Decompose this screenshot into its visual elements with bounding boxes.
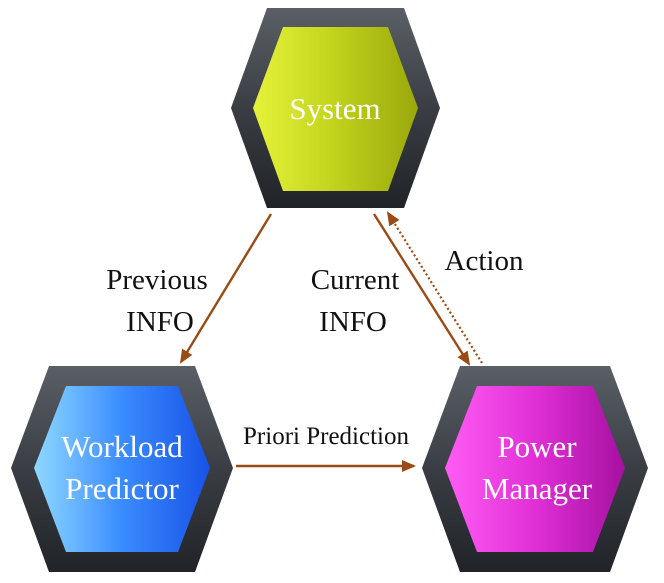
system-node: System [231, 8, 440, 208]
power-manager-hex-fill [445, 386, 625, 552]
workload-predictor-hex-fill [34, 386, 210, 552]
action-arrow [386, 211, 483, 364]
previous-info-arrow [179, 213, 273, 364]
current-info-arrow [372, 213, 471, 366]
power-manager-node: Power Manager [422, 366, 648, 572]
priori-prediction-label: Priori Prediction [243, 423, 409, 450]
previous-info-label-line1: Previous [106, 264, 208, 296]
workload-predictor-label-line2: Predictor [65, 471, 179, 506]
system-label: System [289, 91, 380, 126]
workload-predictor-node: Workload Predictor [11, 366, 233, 572]
current-info-label-line1: Current [311, 264, 400, 296]
action-label: Action [445, 245, 524, 277]
power-manager-label-line1: Power [497, 429, 577, 464]
current-info-label-line2: INFO [319, 306, 387, 338]
system-hex-fill [253, 27, 418, 191]
previous-info-label-line2: INFO [126, 306, 194, 338]
power-manager-label-line2: Manager [482, 471, 593, 506]
workload-predictor-label-line1: Workload [61, 429, 183, 464]
